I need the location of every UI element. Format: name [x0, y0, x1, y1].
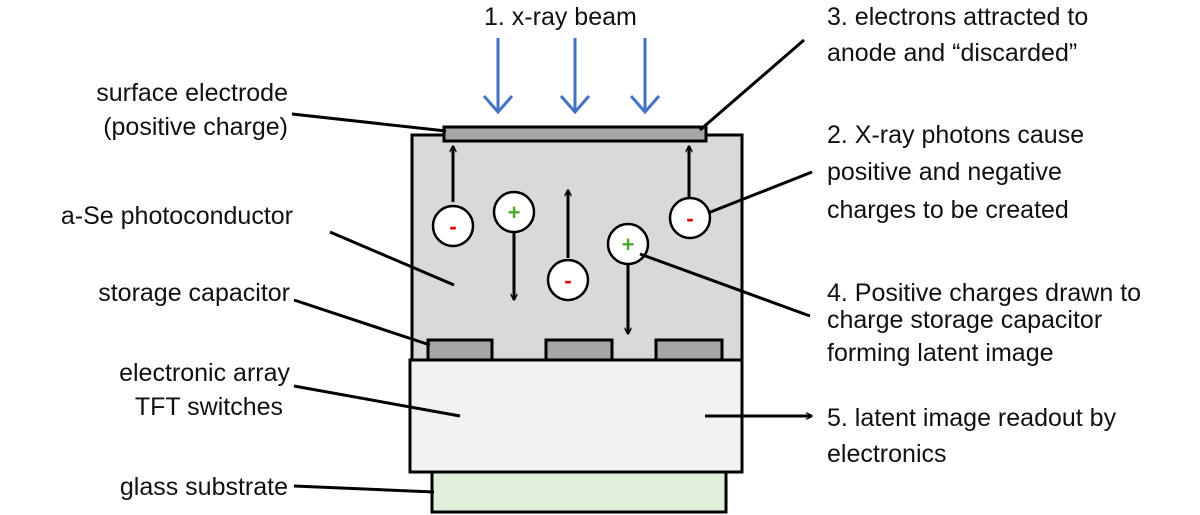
step-5-label: 5. latent image readout by: [827, 404, 1117, 432]
leader-lines: [291, 38, 813, 494]
leader-electronic-array: [293, 384, 461, 418]
negative-charge: -: [668, 196, 712, 240]
positive-sign: +: [622, 232, 635, 257]
step-4-label: forming latent image: [827, 339, 1054, 367]
xray-beam-arrows: [482, 38, 661, 115]
step-3-label: anode and “discarded”: [827, 39, 1077, 67]
leader-step2: [707, 170, 813, 215]
step-1-label: 1. x-ray beam: [484, 3, 637, 31]
leader-storage-capacitor: [293, 298, 431, 347]
charge-arrows: [453, 146, 689, 334]
negative-sign: -: [449, 214, 456, 239]
left-labels: surface electrode (positive charge) a-Se…: [61, 79, 293, 501]
negative-sign: -: [564, 268, 571, 293]
xray-arrow-head: [559, 95, 591, 115]
step-labels: 1. x-ray beam 3. electrons attracted to …: [484, 3, 1141, 468]
step-5-label: electronics: [827, 440, 947, 468]
negative-charge: -: [431, 204, 475, 248]
label-electronic-array: electronic array: [119, 359, 290, 387]
surface-electrode: [442, 125, 708, 143]
step-4-label: 4. Positive charges drawn to: [827, 279, 1141, 307]
step-2-label: positive and negative: [827, 158, 1062, 186]
leader-photoconductor: [329, 230, 455, 287]
positive-charge: +: [492, 190, 536, 234]
storage-capacitor: [426, 338, 494, 362]
label-glass-substrate: glass substrate: [120, 473, 288, 501]
step-2-label: 2. X-ray photons cause: [827, 121, 1084, 149]
storage-capacitor: [654, 338, 724, 362]
label-storage-capacitor: storage capacitor: [98, 279, 290, 307]
label-photoconductor: a-Se photoconductor: [61, 202, 293, 230]
step-4-label: charge storage capacitor: [827, 306, 1102, 334]
storage-capacitor: [544, 338, 614, 362]
leader-glass-substrate: [293, 484, 435, 494]
xray-arrow-head: [482, 95, 514, 115]
positive-sign: +: [508, 200, 521, 225]
label-surface-electrode: surface electrode: [96, 79, 288, 107]
glass-substrate-layer: [430, 470, 728, 514]
leader-step4: [639, 252, 811, 318]
label-surface-electrode-charge: (positive charge): [103, 113, 288, 141]
leader-step3: [699, 38, 805, 132]
label-tft-switches: TFT switches: [135, 393, 283, 421]
step-2-label: charges to be created: [827, 196, 1069, 224]
step-3-label: 3. electrons attracted to: [827, 3, 1088, 31]
photoconductor-layer: [410, 133, 744, 362]
xray-arrow-head: [629, 95, 661, 115]
negative-sign: -: [686, 206, 693, 231]
electronic-array-layer: [408, 358, 744, 474]
negative-charge: -: [546, 258, 590, 302]
leader-surface-electrode: [291, 112, 447, 133]
positive-charge: +: [606, 222, 650, 266]
